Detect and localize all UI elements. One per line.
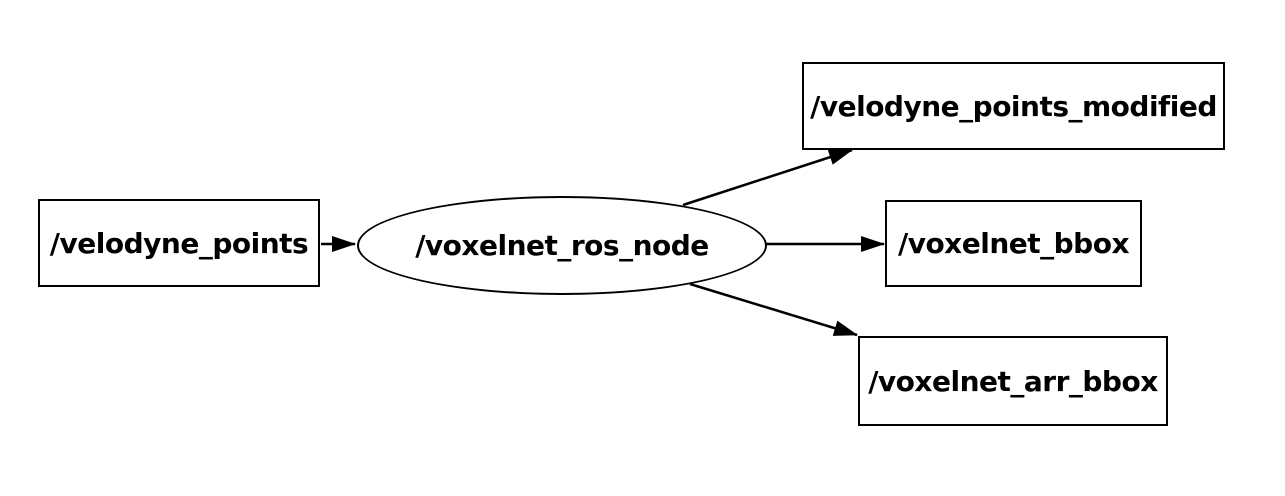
node-velodyne-points-modified: /velodyne_points_modified (802, 62, 1225, 150)
node-voxelnet-arr-bbox: /voxelnet_arr_bbox (858, 336, 1168, 426)
node-voxelnet-ros-node-label: /voxelnet_ros_node (415, 229, 709, 262)
node-velodyne-points-label: /velodyne_points (49, 226, 309, 260)
node-voxelnet-ros-node: /voxelnet_ros_node (357, 196, 767, 295)
edge-voxelnet-ros-node-to-voxelnet-arr-bbox (689, 282, 858, 337)
edge-voxelnet-ros-node-to-velodyne-points-modified (682, 148, 853, 207)
node-voxelnet-bbox: /voxelnet_bbox (885, 200, 1142, 287)
node-voxelnet-bbox-label: /voxelnet_bbox (897, 227, 1130, 260)
node-voxelnet-arr-bbox-label: /voxelnet_arr_bbox (868, 364, 1158, 398)
node-velodyne-points-modified-label: /velodyne_points_modified (810, 89, 1217, 123)
node-velodyne-points: /velodyne_points (38, 199, 320, 287)
